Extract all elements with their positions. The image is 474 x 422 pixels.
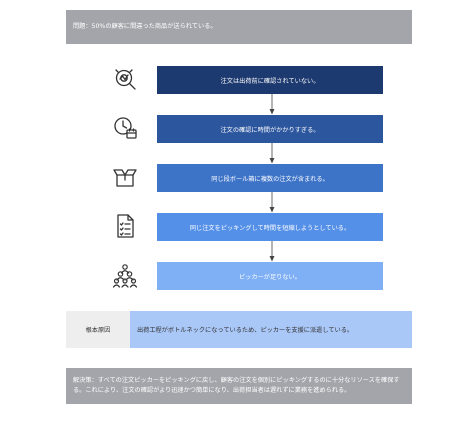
problem-banner: 問題：50%の顧客に間違った商品が送られている。 (66, 10, 412, 44)
cause-step-4: 同じ注文をピッキングして時間を短縮しようとしている。 (157, 213, 383, 241)
root-cause-label: 根本原因 (66, 311, 130, 348)
clock-calendar-icon (112, 115, 138, 141)
flow-arrow (269, 241, 275, 262)
cause-step-3-text: 同じ段ボール箱に複数の注文が含まれる。 (211, 175, 329, 183)
cause-step-5: ピッカーが足りない。 (157, 262, 383, 290)
cause-step-2: 注文の確認に時間がかかりすぎる。 (157, 115, 383, 143)
root-cause-text: 出荷工程がボトルネックになっているため、ピッカーを支援に派遣している。 (130, 311, 412, 348)
solution-banner: 解決策：すべての注文ピッカーをピッキングに戻し、顧客の注文を個別にピッキングする… (66, 368, 412, 404)
cause-step-4-text: 同じ注文をピッキングして時間を短縮しようとしている。 (189, 224, 351, 232)
cause-step-5-text: ピッカーが足りない。 (239, 273, 301, 281)
solution-text: 解決策：すべての注文ピッカーをピッキングに戻し、顧客の注文を個別にピッキングする… (73, 377, 400, 394)
cause-step-2-text: 注文の確認に時間がかかりすぎる。 (220, 126, 320, 134)
open-box-icon (112, 164, 138, 190)
cause-step-1-text: 注文は出荷前に確認されていない。 (220, 77, 320, 85)
flow-arrow (269, 192, 275, 213)
flow-arrow (269, 94, 275, 115)
cause-step-3: 同じ段ボール箱に複数の注文が含まれる。 (157, 164, 383, 192)
target-magnifier-icon (112, 66, 138, 92)
cause-step-1: 注文は出荷前に確認されていない。 (157, 66, 383, 94)
checklist-icon (112, 213, 138, 239)
people-group-icon (112, 262, 138, 288)
flow-arrow (269, 143, 275, 164)
